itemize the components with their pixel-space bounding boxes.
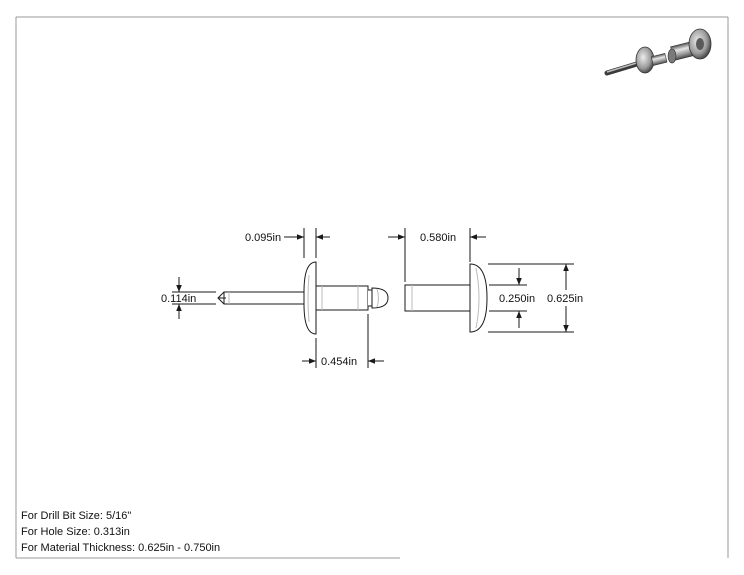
rivet-body-side-view [404,263,488,333]
dim-flange-thickness [284,228,330,258]
note-material-thickness: For Material Thickness: 0.625in - 0.750i… [21,542,221,554]
dim-label-mandrel-diameter: 0.114in [161,293,196,305]
note-hole-size: For Hole Size: 0.313in [21,526,130,538]
dim-body-length [388,228,486,282]
dim-label-body-length: 0.580in [420,232,456,244]
dim-label-body-diameter: 0.250in [499,293,535,305]
dim-body-length-pulled [302,314,384,368]
dim-label-body-length-pulled: 0.454in [321,356,357,368]
rivet-isometric-thumbnail [604,28,712,76]
rivet-mandrel-side-view [217,261,389,335]
dim-body-diameter [489,268,527,328]
sheet-border [15,16,729,559]
dim-label-flange-thickness: 0.095in [245,232,281,244]
dim-label-head-diameter: 0.625in [547,293,583,305]
note-drill-bit-size: For Drill Bit Size: 5/16" [21,510,132,522]
dim-head-diameter [488,263,574,333]
dim-mandrel-diameter [172,277,216,319]
spec-notes: For Drill Bit Size: 5/16" For Hole Size:… [21,508,220,556]
